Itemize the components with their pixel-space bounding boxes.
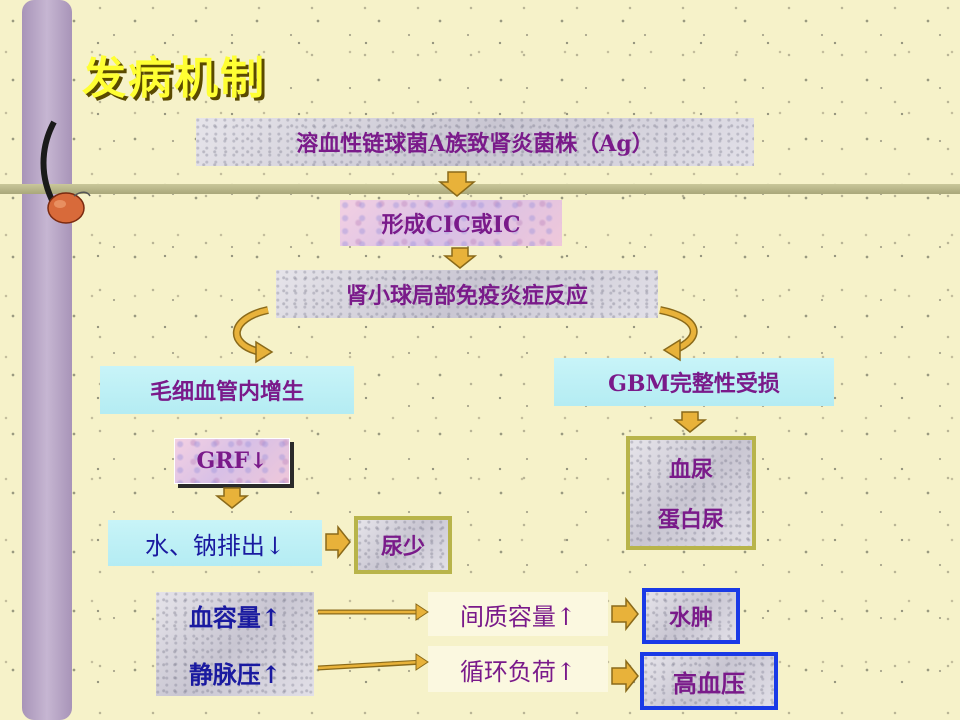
edema-box: 水肿 (642, 588, 740, 644)
source-box: 溶血性链球菌A族致肾炎菌株（Ag） (196, 118, 754, 166)
hypertension-text: 高血压 (673, 668, 745, 698)
down-arrow-1 (437, 171, 477, 197)
long-arrow-volume (318, 603, 429, 621)
circulation-box: 循环负荷↑ (428, 646, 608, 692)
apple-icon (47, 191, 91, 224)
complex-box: 形成CIC或IC (340, 200, 562, 246)
water-sodium-box: 水、钠排出↓ (108, 520, 322, 566)
slide-title: 发病机制 (82, 53, 266, 104)
interstitial-text: 间质容量↑ (459, 602, 577, 631)
grf-text: GRF↓ (196, 448, 268, 474)
proteinuria-text: 蛋白尿 (657, 507, 724, 533)
oliguria-box: 尿少 (354, 516, 452, 574)
blood-volume-text: 血容量↑ (188, 603, 282, 632)
venous-pressure-text: 静脉压↑ (188, 660, 282, 689)
down-arrow-2 (442, 247, 478, 269)
outcome-box-right: 血尿 蛋白尿 (626, 436, 756, 550)
right-arrow-edema (611, 596, 639, 632)
left-branch-text: 毛细血管内增生 (149, 379, 304, 405)
curved-arrow-right (659, 306, 698, 362)
grf-box: GRF↓ (174, 438, 290, 484)
interstitial-box: 间质容量↑ (428, 592, 608, 636)
left-branch-box: 毛细血管内增生 (100, 366, 354, 414)
bracket-icon (40, 120, 57, 206)
hypertension-box: 高血压 (640, 652, 778, 710)
reaction-box: 肾小球局部免疫炎症反应 (276, 270, 658, 318)
down-arrow-grf (214, 487, 250, 509)
right-arrow-oliguria (325, 524, 351, 560)
long-arrow-pressure (317, 653, 429, 671)
oliguria-text: 尿少 (380, 534, 425, 560)
edema-text: 水肿 (668, 605, 713, 631)
complex-text: 形成CIC或IC (381, 212, 521, 238)
down-arrow-gbm (672, 411, 708, 433)
source-text: 溶血性链球菌A族致肾炎菌株（Ag） (296, 131, 654, 157)
reaction-text: 肾小球局部免疫炎症反应 (345, 283, 588, 309)
water-sodium-text: 水、钠排出↓ (144, 531, 286, 560)
curved-arrow-left (232, 306, 274, 364)
decorative-bar (0, 184, 960, 194)
right-branch-box: GBM完整性受损 (554, 358, 834, 406)
right-branch-text: GBM完整性受损 (608, 371, 780, 397)
right-arrow-hypertension (611, 658, 639, 694)
circulation-load-text: 循环负荷↑ (459, 657, 577, 686)
decorative-pillar (22, 0, 72, 720)
hematuria-text: 血尿 (668, 457, 713, 483)
cause-box: 血容量↑ 静脉压↑ (156, 592, 314, 696)
